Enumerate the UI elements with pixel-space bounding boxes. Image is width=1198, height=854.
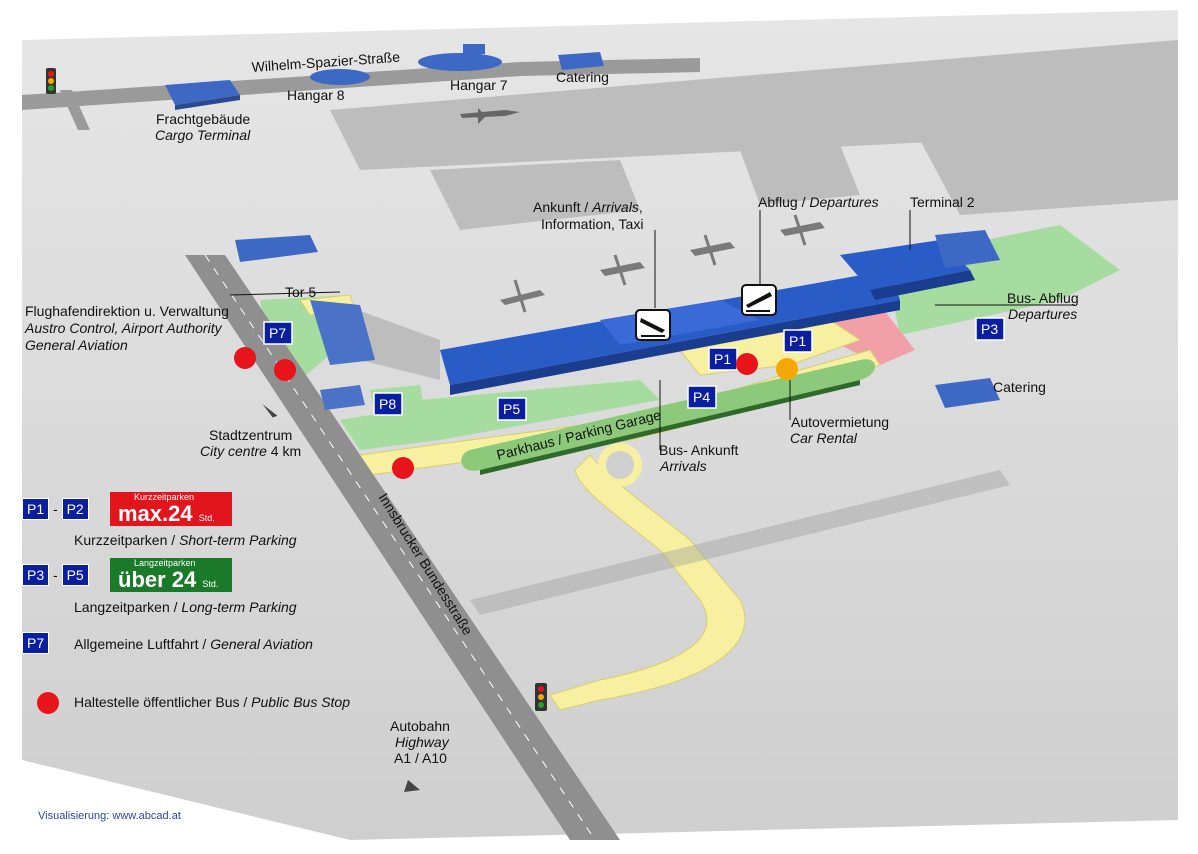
- svg-text:P1: P1: [789, 333, 806, 349]
- arrow-icon: [262, 404, 278, 418]
- taxiways: [330, 40, 1178, 380]
- parking-p1b[interactable]: P1: [783, 329, 813, 353]
- svg-text:P7: P7: [269, 325, 286, 341]
- svg-text:P3: P3: [981, 321, 998, 337]
- parking-p3[interactable]: P3: [975, 317, 1005, 341]
- bus-departure-en-label: Departures: [1008, 306, 1077, 322]
- catering-right-building: [935, 378, 1000, 408]
- car-rental-en-label: Car Rental: [790, 430, 858, 446]
- svg-text:P4: P4: [693, 389, 710, 405]
- parking-garage: [461, 359, 875, 475]
- svg-text:P1: P1: [714, 351, 731, 367]
- hangar8: [310, 69, 370, 85]
- parking-p8[interactable]: P8: [373, 392, 403, 416]
- car-rental-label: Autovermietung: [791, 414, 889, 430]
- parking-p7[interactable]: P7: [263, 321, 293, 345]
- parking-p1a[interactable]: P1: [708, 347, 738, 371]
- arrivals-label: Ankunft / Arrivals,: [533, 199, 643, 215]
- authority-line3-label: General Aviation: [25, 337, 128, 353]
- cargo-building: [165, 80, 240, 110]
- legend-short-parking-row: P1 - P2: [22, 498, 89, 520]
- highway-route-label: A1 / A10: [394, 750, 447, 766]
- parking-p4[interactable]: P4: [687, 385, 717, 409]
- legend-long-text: Langzeitparken / Long-term Parking: [74, 599, 297, 615]
- terminal-2: [840, 230, 1000, 300]
- catering-top-building: [558, 52, 604, 70]
- legend-p7-box: P7: [22, 632, 50, 654]
- traffic-light-icon: [46, 68, 56, 94]
- hangar7-label: Hangar 7: [450, 77, 508, 93]
- bus-departure-label: Bus- Abflug: [1007, 290, 1079, 306]
- legend-p5-box: P5: [61, 564, 89, 586]
- cargo-label-de: Frachtgebäude: [156, 111, 250, 127]
- admin-building: [235, 235, 318, 262]
- legend-dash: -: [53, 501, 58, 517]
- bus-stop-1[interactable]: [234, 347, 256, 369]
- legend-long-parking-row: P3 - P5: [22, 564, 89, 586]
- long-parking-badge: Langzeitparken über 24 Std.: [110, 558, 232, 592]
- bus-stop-3[interactable]: [392, 457, 414, 479]
- arrivals-info-label: Information, Taxi: [541, 216, 643, 232]
- arrival-plane-icon[interactable]: [635, 309, 671, 341]
- pink-area: [825, 305, 915, 365]
- parked-planes: [500, 215, 825, 312]
- legend-p3-box: P3: [22, 564, 50, 586]
- bus-stop-4[interactable]: [736, 353, 758, 375]
- credit-link[interactable]: Visualisierung: www.abcad.at: [38, 810, 181, 822]
- legend-short-text: Kurzzeitparken / Short-term Parking: [74, 532, 297, 548]
- parking-p5[interactable]: P5: [497, 397, 527, 421]
- roundabout: [598, 443, 642, 487]
- highway-label: Autobahn: [390, 718, 450, 734]
- cargo-label-en: Cargo Terminal: [155, 127, 251, 143]
- svg-text:P8: P8: [379, 396, 396, 412]
- innsbrucker-road: [185, 255, 620, 840]
- green-areas: [260, 225, 1120, 450]
- arrow-icon: [404, 780, 420, 792]
- authority-line2-label: Austro Control, Airport Authority: [24, 320, 223, 336]
- car-rental-marker[interactable]: [776, 358, 798, 380]
- catering-right-label: Catering: [993, 379, 1046, 395]
- traffic-light-icon: [535, 683, 547, 711]
- highway-en-label: Highway: [395, 734, 450, 750]
- short-parking-badge: Kurzzeitparken max.24 Std.: [110, 492, 232, 526]
- bus-stop-2[interactable]: [274, 359, 296, 381]
- svg-text:P5: P5: [503, 401, 520, 417]
- airplane-icon: [460, 108, 520, 124]
- legend-ga-row: P7: [22, 632, 50, 654]
- departures-label: Abflug / Departures: [758, 194, 879, 210]
- legend-bus-stop-marker: [37, 692, 59, 714]
- legend-p1-box: P1: [22, 498, 50, 520]
- tor5-building: [310, 300, 375, 365]
- legend-bus-text: Haltestelle öffentlicher Bus / Public Bu…: [74, 694, 351, 710]
- tor5-label: Tor 5: [285, 284, 316, 300]
- hangar8-label: Hangar 8: [287, 87, 345, 103]
- authority-label: Flughafendirektion u. Verwaltung: [25, 303, 229, 319]
- legend-p2-box: P2: [61, 498, 89, 520]
- catering-top-label: Catering: [556, 69, 609, 85]
- legend-dash: -: [53, 567, 58, 583]
- bus-arrival-en-label: Arrivals: [659, 458, 707, 474]
- terminal2-label: Terminal 2: [910, 194, 975, 210]
- city-en-label: City centre 4 km: [200, 443, 301, 459]
- city-label: Stadtzentrum: [209, 427, 292, 443]
- hangar7: [418, 53, 502, 71]
- bus-arrival-label: Bus- Ankunft: [659, 442, 738, 458]
- departure-plane-icon[interactable]: [741, 284, 777, 316]
- legend-ga-text: Allgemeine Luftfahrt / General Aviation: [74, 636, 313, 652]
